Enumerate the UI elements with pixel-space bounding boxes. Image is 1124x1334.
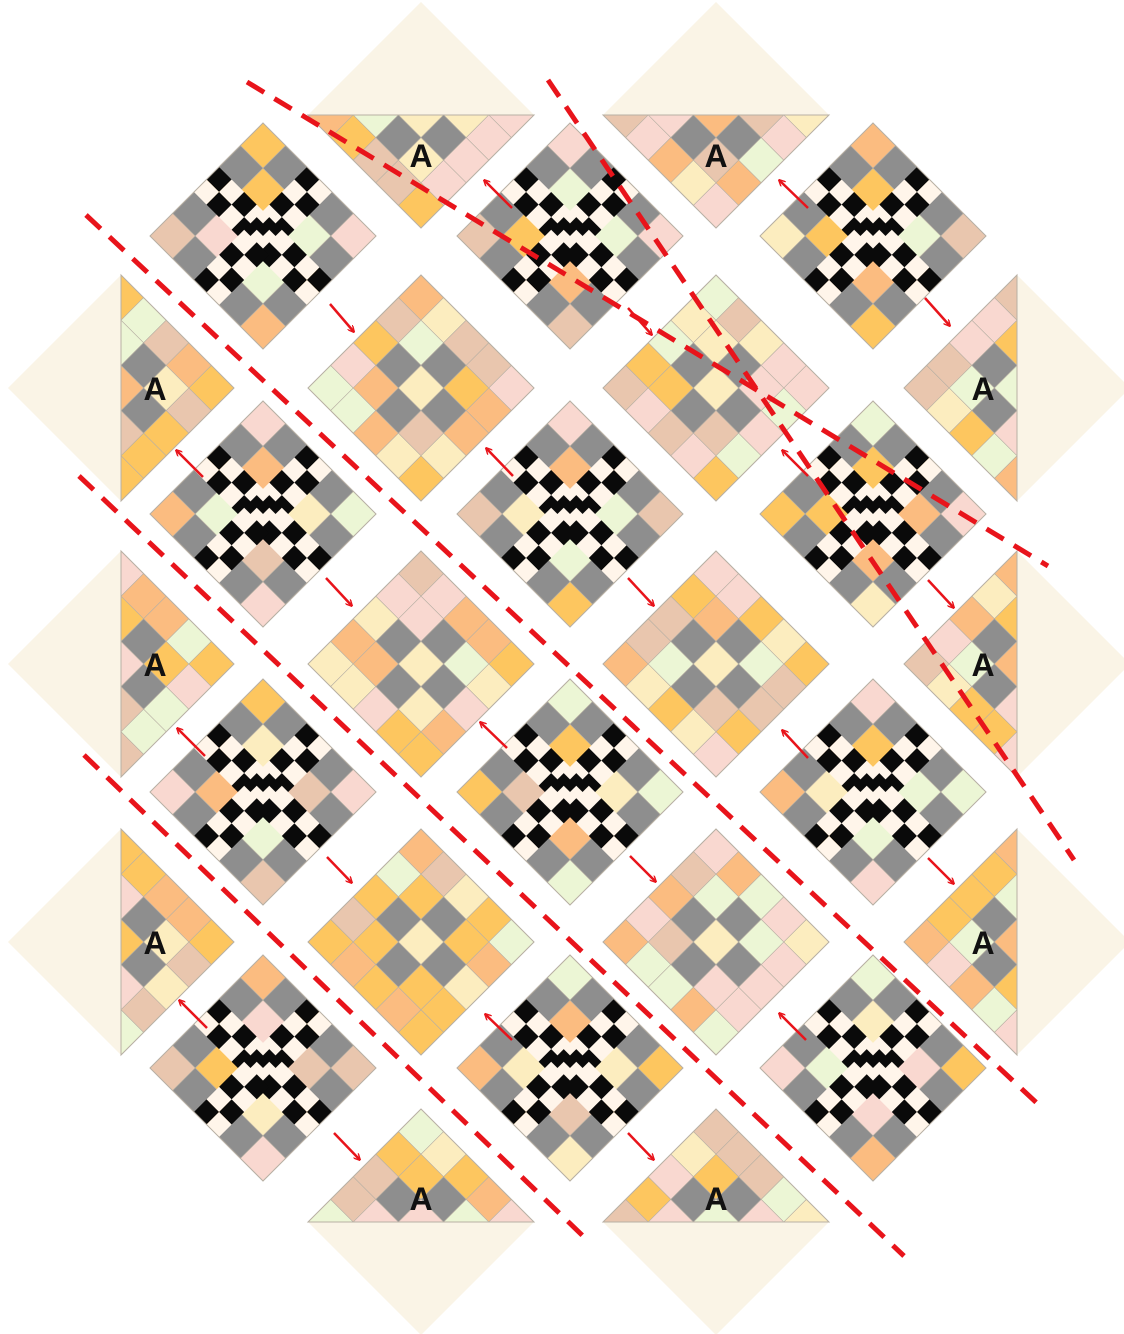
setting-triangle-label: A (971, 925, 994, 961)
direction-arrow-2 (330, 304, 354, 332)
setting-triangle-label: A (971, 647, 994, 683)
setting-triangle-label: A (704, 138, 727, 174)
direction-arrow-12 (480, 722, 507, 748)
direction-arrow-4 (925, 298, 950, 326)
direction-arrow-17 (179, 1000, 207, 1028)
direction-arrow-20 (334, 1133, 360, 1160)
setting-triangle-label: A (143, 925, 166, 961)
direction-arrow-3 (628, 308, 652, 335)
alternate-block-1 (603, 275, 829, 501)
star-block-2 (760, 123, 986, 349)
setting-triangle-label: A (704, 1181, 727, 1217)
alternate-block-2 (308, 551, 534, 777)
star-block-8 (760, 679, 986, 905)
star-block-10 (457, 955, 683, 1181)
alternate-block-0 (308, 275, 534, 501)
setting-triangle-label: A (409, 138, 432, 174)
setting-triangle-label: A (143, 371, 166, 407)
star-block-0 (150, 123, 376, 349)
direction-arrow-10 (928, 580, 954, 608)
star-block-7 (457, 679, 683, 905)
setting-triangle-label: A (143, 647, 166, 683)
direction-arrow-9 (628, 578, 654, 606)
setting-triangle-label: A (971, 371, 994, 407)
direction-arrow-15 (630, 856, 656, 882)
direction-arrow-21 (628, 1133, 654, 1160)
direction-arrow-8 (326, 578, 352, 606)
setting-triangle-label: A (409, 1181, 432, 1217)
direction-arrow-5 (176, 450, 203, 477)
direction-arrow-16 (928, 858, 954, 884)
alternate-block-4 (308, 829, 534, 1055)
direction-arrow-14 (327, 857, 352, 883)
direction-arrow-13 (782, 730, 808, 758)
